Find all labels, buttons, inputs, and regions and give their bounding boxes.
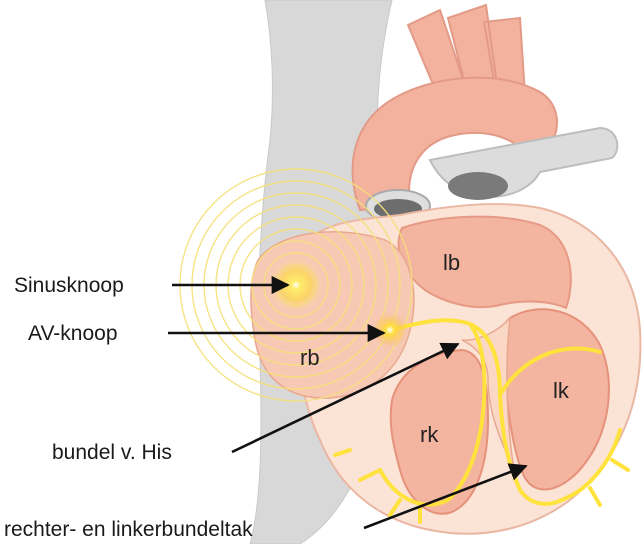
label-bundeltak: rechter- en linkerbundeltak xyxy=(4,518,253,541)
label-bundel-his: bundel v. His xyxy=(52,441,172,464)
label-sinusknoop: Sinusknoop xyxy=(14,274,124,297)
label-rb: rb xyxy=(300,345,320,370)
av-node xyxy=(372,312,408,348)
label-av-knoop: AV-knoop xyxy=(28,322,118,345)
label-rk: rk xyxy=(420,422,439,447)
pulmonary-opening xyxy=(448,172,508,200)
label-lb: lb xyxy=(443,250,460,275)
label-lk: lk xyxy=(553,378,570,403)
